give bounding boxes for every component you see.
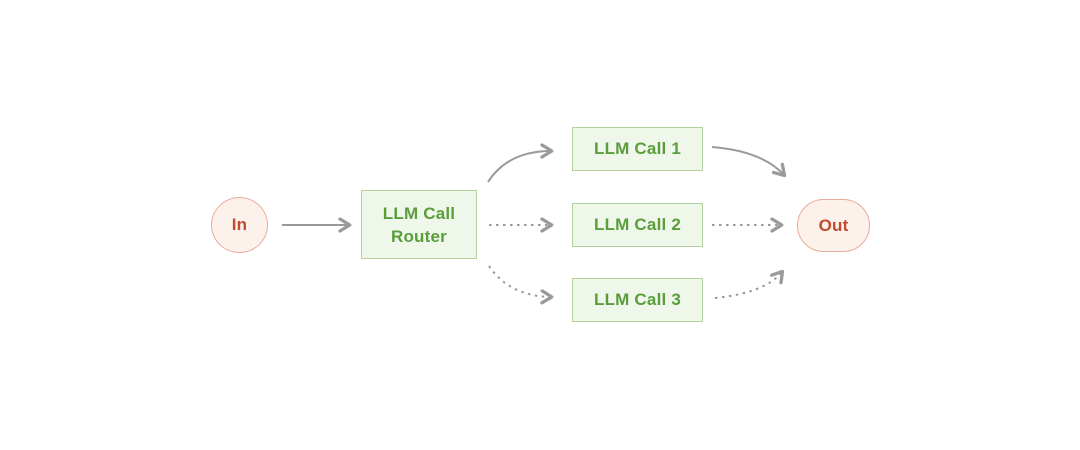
router-node: LLM Call Router xyxy=(361,190,477,259)
edge-call1-to-out xyxy=(711,146,784,175)
input-node: In xyxy=(211,197,268,253)
llm-call-2-node: LLM Call 2 xyxy=(572,203,703,247)
edge-call3-to-out xyxy=(714,272,782,299)
llm-call-2-label: LLM Call 2 xyxy=(593,215,681,234)
output-node-label: Out xyxy=(818,215,849,235)
llm-call-1-node: LLM Call 1 xyxy=(572,127,703,171)
llm-call-3-label: LLM Call 3 xyxy=(593,290,681,309)
output-node: Out xyxy=(797,199,870,252)
llm-call-1-label: LLM Call 1 xyxy=(593,139,681,158)
llm-call-3-node: LLM Call 3 xyxy=(572,278,703,322)
input-node-label: In xyxy=(231,215,248,234)
edge-router-to-call3 xyxy=(488,265,551,297)
router-node-label-line1: LLM Call xyxy=(382,203,456,223)
edge-router-to-call1 xyxy=(487,151,551,183)
router-node-label-line2: Router xyxy=(391,226,447,246)
